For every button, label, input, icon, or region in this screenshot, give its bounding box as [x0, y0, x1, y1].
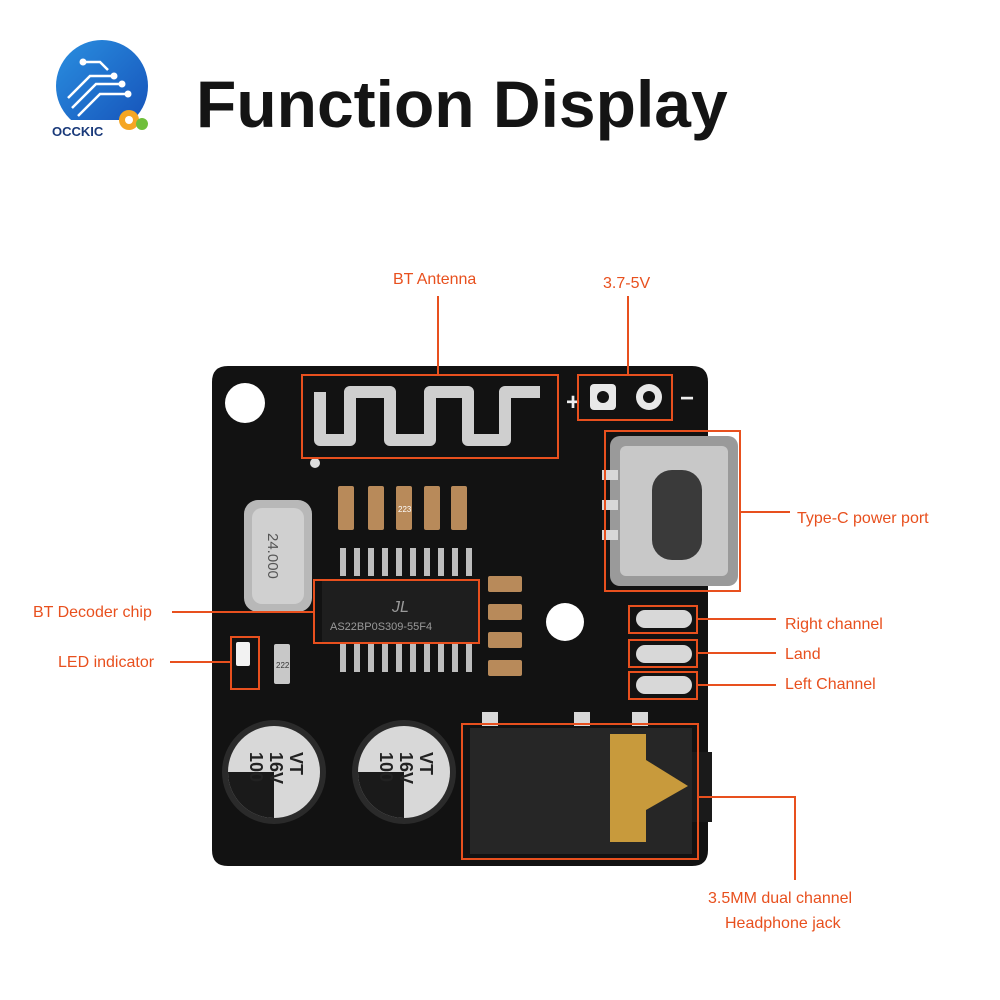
side-resistors [488, 576, 522, 676]
cap-right-line1: 100 [376, 752, 396, 782]
headphone-jack [470, 712, 712, 854]
highlight-boxes [230, 374, 741, 860]
mount-hole-top [225, 383, 265, 423]
smd-resistors [338, 486, 467, 530]
resistor-222 [274, 644, 290, 684]
cap-right-line3: VT [416, 752, 436, 775]
type-c-port [602, 436, 738, 586]
chip-part-marking: AS22BP0S309-55F4 [330, 621, 432, 633]
label-land: Land [785, 646, 821, 663]
resistor-223-marking: 223 [398, 505, 412, 514]
label-led: LED indicator [58, 654, 155, 671]
brand-name: OCCKIC [52, 124, 104, 139]
mount-hole-middle [546, 603, 584, 641]
highlight-power-pads [577, 374, 673, 421]
minus-marking: − [680, 385, 694, 412]
highlight-antenna [301, 374, 559, 459]
leader-lines [170, 296, 796, 880]
highlight-jack [461, 723, 699, 860]
crystal-marking: 24.000 [264, 533, 281, 579]
via [310, 458, 320, 468]
label-left-channel: Left Channel [785, 676, 876, 693]
chip-pins [340, 548, 472, 672]
label-jack-line1: 3.5MM dual channel [708, 890, 852, 907]
crystal-oscillator [244, 500, 312, 612]
label-bt-decoder: BT Decoder chip [33, 604, 152, 621]
cap-left-line2: 16V [266, 752, 286, 784]
antenna-trace [314, 386, 540, 446]
cap-left-line1: 100 [246, 752, 266, 782]
label-jack-line2: Headphone jack [725, 915, 842, 932]
plus-marking: + [566, 389, 580, 416]
capacitor-left [222, 720, 326, 824]
cap-right-line2: 16V [396, 752, 416, 784]
label-bt-antenna: BT Antenna [393, 271, 476, 288]
label-power-voltage: 3.7-5V [603, 275, 650, 292]
led-component [236, 642, 250, 666]
brand-logo: OCCKIC [50, 40, 154, 140]
page-title: Function Display [196, 67, 728, 141]
channel-pads [636, 610, 692, 694]
label-type-c: Type-C power port [797, 510, 929, 527]
cap-left-line3: VT [286, 752, 306, 775]
capacitor-right [352, 720, 456, 824]
resistor-222-marking: 222 [276, 661, 290, 670]
decoder-chip [322, 580, 478, 642]
chip-logo-marking: JL [391, 599, 409, 616]
label-right-channel: Right channel [785, 616, 883, 633]
